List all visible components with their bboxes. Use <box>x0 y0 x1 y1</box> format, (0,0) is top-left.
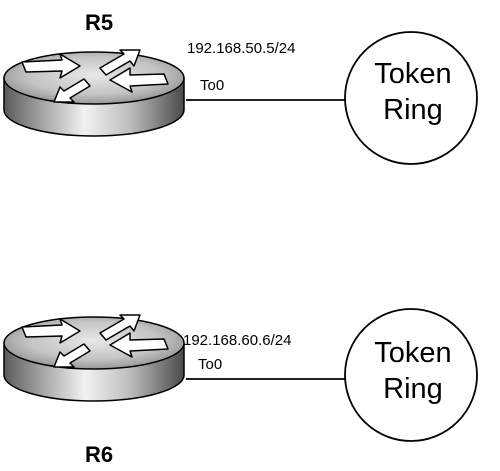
token-ring-network-1 <box>344 31 478 165</box>
token-ring-1-label-line2: Ring <box>383 94 443 126</box>
router-r5-group: R5 192.168.50.5/24 To0 Token Ring <box>3 10 478 165</box>
router-r6-group: R6 192.168.60.6/24 To0 Token Ring <box>3 308 478 467</box>
router-r6-icon <box>3 314 185 402</box>
router-r5-interface-label: To0 <box>200 77 224 94</box>
router-r6-ip-label: 192.168.60.6/24 <box>183 332 291 349</box>
router-r6-name: R6 <box>85 442 113 467</box>
router-r5-icon <box>3 49 185 137</box>
router-r5-name: R5 <box>85 10 113 35</box>
token-ring-1-label-line1: Token <box>374 58 451 90</box>
router-r6-interface-label: To0 <box>198 356 222 373</box>
router-r5-ip-label: 192.168.50.5/24 <box>187 40 295 57</box>
token-ring-2-label-line1: Token <box>374 337 451 369</box>
token-ring-2-label-line2: Ring <box>383 373 443 405</box>
token-ring-network-2 <box>344 308 478 442</box>
